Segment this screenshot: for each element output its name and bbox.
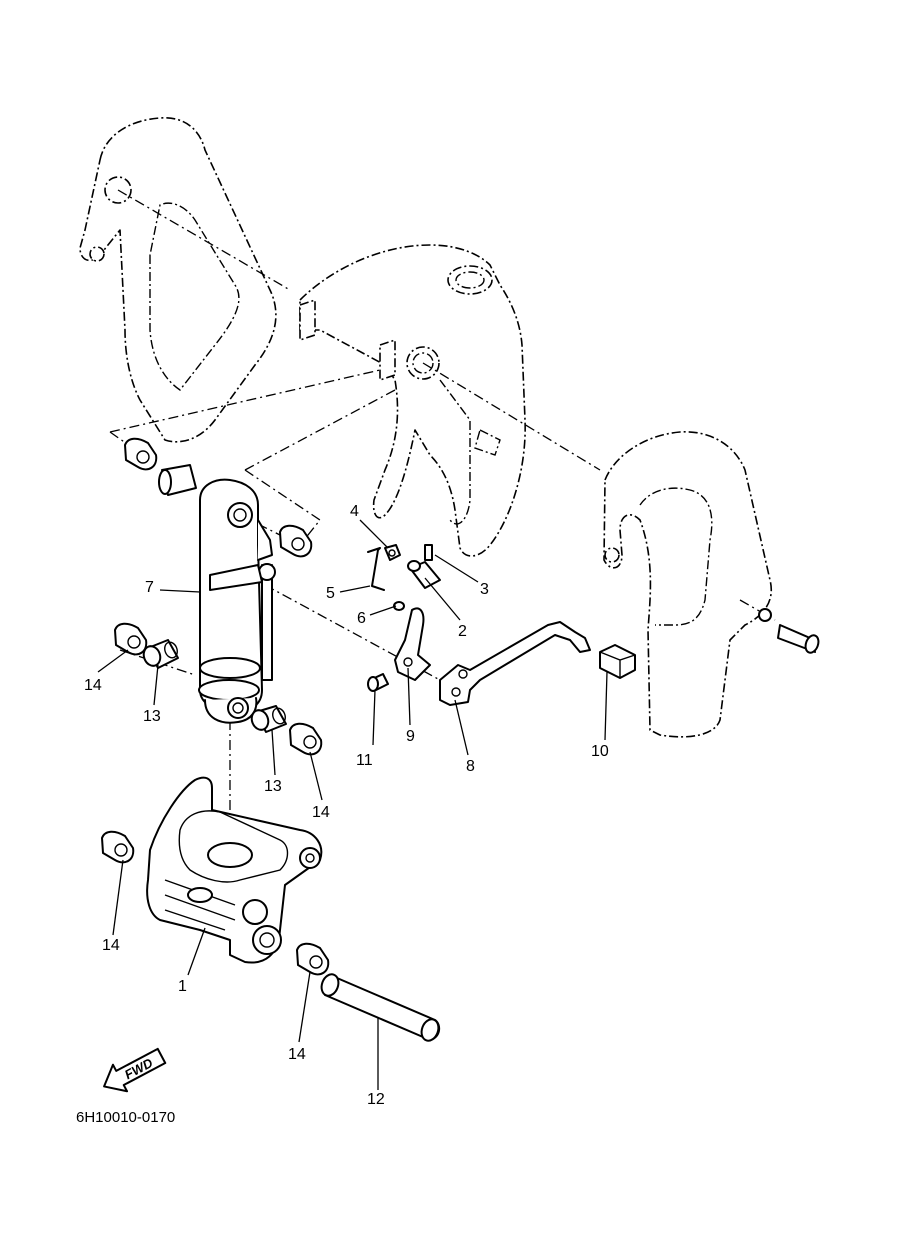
part-3-pin	[424, 544, 433, 561]
part-11-bolt	[367, 673, 389, 692]
bushing-b	[250, 705, 287, 733]
bushing-upper	[158, 464, 197, 496]
part-6-washer	[393, 601, 405, 611]
bushing-a	[142, 639, 179, 669]
drawing-code: 6H10010-0170	[76, 1109, 175, 1126]
callout-8: 8	[466, 758, 475, 775]
fwd-arrow-icon: FWD	[103, 1047, 167, 1093]
push-nut-d	[296, 942, 330, 976]
callout-14a: 14	[84, 677, 102, 694]
part-5-rod	[367, 547, 385, 591]
part-13-bushings	[142, 464, 287, 733]
swivel-bracket-ghost	[299, 244, 526, 557]
callout-13a: 13	[143, 708, 161, 725]
part-1-lower-mount-bracket	[146, 776, 323, 964]
push-nut-upper-left	[124, 437, 158, 471]
callout-1: 1	[178, 978, 187, 995]
callout-10: 10	[591, 743, 609, 760]
left-clamp-bracket-ghost	[79, 117, 277, 443]
part-4-nut	[384, 544, 401, 561]
part-10-pad	[599, 644, 636, 679]
callout-13b: 13	[264, 778, 282, 795]
callout-14c: 14	[102, 937, 120, 954]
part-9-bracket	[394, 607, 431, 681]
callout-12: 12	[367, 1091, 385, 1108]
right-bolt	[758, 608, 820, 654]
callout-7: 7	[145, 579, 154, 596]
callout-labels: 1 2 3 4 5 6 7 8 9 10 11 12 13 13 14 14 1…	[84, 503, 609, 1108]
part-12-shaft	[320, 973, 441, 1042]
callout-4: 4	[350, 503, 359, 520]
leader-lines	[97, 519, 608, 1090]
callout-3: 3	[480, 581, 489, 598]
part-2-collar	[407, 560, 441, 589]
callout-14b: 14	[312, 804, 330, 821]
part-7-tilt-cylinder	[198, 478, 276, 724]
push-nut-top	[279, 524, 313, 558]
part-14-push-nuts	[101, 437, 330, 976]
push-nut-b	[289, 722, 323, 756]
right-clamp-bracket-ghost	[603, 431, 772, 738]
callout-9: 9	[406, 728, 415, 745]
part-8-lever	[439, 621, 591, 706]
push-nut-c	[101, 830, 135, 864]
callout-2: 2	[458, 623, 467, 640]
callout-14d: 14	[288, 1046, 306, 1063]
push-nut-a	[114, 622, 148, 656]
callout-5: 5	[326, 585, 335, 602]
callout-11: 11	[356, 752, 373, 769]
callout-6: 6	[357, 610, 366, 627]
